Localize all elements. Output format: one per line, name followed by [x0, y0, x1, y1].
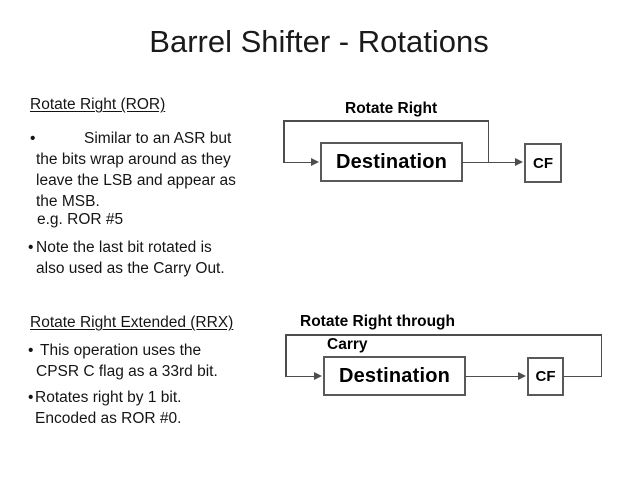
destination-box: Destination [320, 142, 463, 182]
feedback-line-left [285, 334, 287, 377]
cf-label: CF [533, 154, 553, 172]
ror-bullet-similar-asr: Similar to an ASR but the bits wrap arou… [36, 130, 236, 210]
input-line [285, 375, 315, 377]
heading-rotate-right-ror: Rotate Right (ROR) [30, 96, 166, 113]
bullet-marker: • [28, 342, 34, 359]
arrowhead-into-cf-icon [518, 371, 526, 380]
diagram-title: Rotate Right [345, 100, 438, 117]
diagram-title-line1: Rotate Right through [300, 313, 455, 330]
bullet-marker: • [28, 239, 34, 256]
destination-box: Destination [323, 356, 466, 396]
heading-rotate-right-extended-rrx: Rotate Right Extended (RRX) [30, 314, 234, 331]
output-line [462, 161, 516, 163]
input-line [283, 161, 312, 163]
arrowhead-into-destination-icon [314, 371, 322, 380]
ror-example: e.g. ROR #5 [37, 211, 124, 228]
arrowhead-into-destination-icon [311, 157, 319, 166]
cf-box: CF [524, 143, 562, 183]
bullet-marker: • [28, 389, 34, 406]
cf-label: CF [535, 368, 556, 385]
destination-label: Destination [335, 150, 448, 173]
feedback-line-right [600, 334, 602, 377]
slide-title: Barrel Shifter - Rotations [149, 24, 489, 59]
feedback-line-top [283, 120, 489, 122]
feedback-line-junction [487, 120, 489, 163]
diagram-title-line2: Carry [327, 336, 368, 353]
output-line [465, 375, 519, 377]
feedback-line-top [285, 334, 602, 336]
arrowhead-into-cf-icon [515, 157, 523, 166]
feedback-line-left [283, 120, 285, 163]
rrx-bullet-cpsr: This operation uses the CPSR C flag as a… [36, 342, 218, 380]
cf-box: CF [527, 357, 564, 396]
destination-label: Destination [338, 364, 451, 387]
rrx-bullet-rotates: Rotates right by 1 bit. Encoded as ROR #… [35, 389, 182, 427]
ror-bullet-carry-out: Note the last bit rotated is also used a… [36, 239, 225, 277]
cf-output-line [563, 375, 602, 377]
bullet-marker: • [30, 130, 36, 147]
